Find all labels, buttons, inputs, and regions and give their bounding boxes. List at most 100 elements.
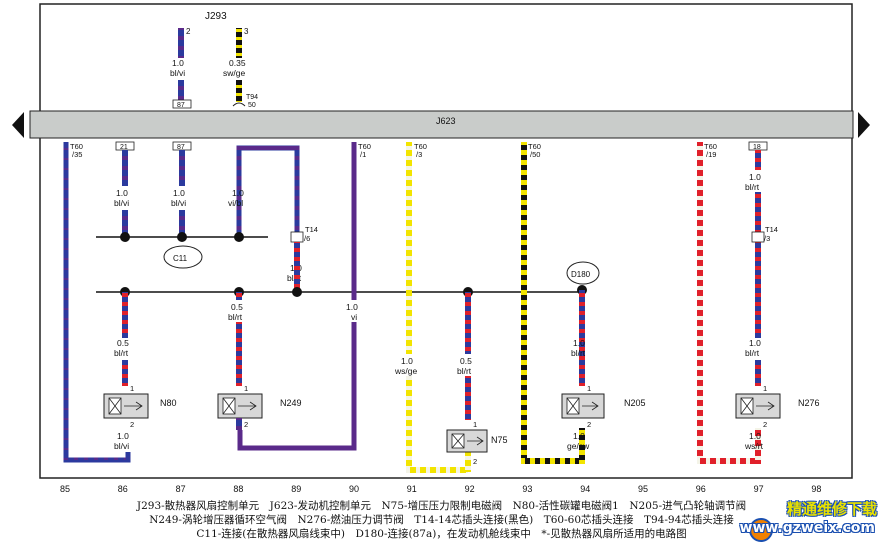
c89-wire	[294, 242, 300, 292]
c87-wire	[179, 150, 185, 186]
t94-conn-pin: 50	[248, 102, 256, 109]
n276-top-color: bl/rt	[745, 348, 760, 358]
c92-gauge: 0.5	[460, 356, 472, 366]
n249-valve	[217, 393, 263, 419]
c96-pin: /19	[706, 150, 716, 159]
j293-wire-2	[236, 28, 242, 58]
n205-bot-gauge: 1.0	[573, 431, 585, 441]
c89-conn: T14	[305, 225, 318, 234]
watermark-title: 精通维修下载	[786, 500, 877, 518]
c87-gauge: 1.0	[173, 188, 185, 198]
column-number: 98	[811, 484, 821, 494]
c97-conn: T14	[765, 225, 778, 234]
n80-bot-gauge: 1.0	[117, 431, 129, 441]
c11-node-3	[234, 232, 244, 242]
column-number: 88	[233, 484, 243, 494]
c88-loop-wire	[236, 145, 300, 237]
column-number: 85	[60, 484, 70, 494]
c96-wire	[697, 142, 703, 464]
n80-bot-color: bl/vi	[114, 441, 129, 451]
c91-color: ws/ge	[394, 366, 417, 376]
c97-label-bg-1	[743, 170, 773, 192]
n205-pin1: 1	[587, 384, 591, 393]
c93-wire-h	[521, 458, 583, 464]
j293-wire-1b	[178, 80, 184, 100]
c92-label-bg	[455, 354, 483, 376]
c89-pin: /6	[304, 234, 310, 243]
column-number: 86	[118, 484, 128, 494]
n249-wire-top	[236, 292, 242, 386]
n249-wire-bot	[236, 418, 242, 430]
column-number: 94	[580, 484, 590, 494]
j293-wire-1-pin: 2	[186, 27, 191, 36]
n205-top-color: bl/rt	[571, 348, 586, 358]
column-number: 91	[407, 484, 417, 494]
n249-label: N249	[280, 398, 302, 408]
n249-label-bg	[226, 300, 254, 322]
j293-box-87-label: 87	[177, 102, 185, 109]
n276-pin1: 1	[763, 384, 767, 393]
c92-color: bl/rt	[457, 366, 472, 376]
d180-node-89	[292, 287, 302, 297]
c11-node-1	[120, 232, 130, 242]
n80-label-bg	[112, 338, 140, 360]
t14-conn-box	[290, 231, 304, 243]
n75-pin1: 1	[473, 420, 477, 429]
c11-splice-tag	[163, 245, 203, 269]
n249-top-gauge: 0.5	[231, 302, 243, 312]
n276-top-gauge: 1.0	[749, 338, 761, 348]
c90-label-bg	[343, 300, 365, 322]
n276-label: N276	[798, 398, 820, 408]
c94-wire	[579, 290, 585, 386]
column-number: 96	[696, 484, 706, 494]
column-number: 87	[176, 484, 186, 494]
n75-valve	[446, 429, 488, 453]
c85-pin: /35	[72, 150, 82, 159]
j293-wire-2-gauge: 0.35	[229, 58, 246, 68]
n80-pin1: 1	[130, 384, 134, 393]
c93-pin: /50	[530, 150, 540, 159]
j293-wire-1	[178, 28, 184, 58]
c91-conn: T60	[414, 142, 427, 151]
t14-conn-box-97	[751, 231, 765, 243]
n276-bot-gauge: 1.0	[749, 431, 761, 441]
c96-conn: T60	[704, 142, 717, 151]
c97-wire	[755, 150, 761, 386]
n80-label: N80	[160, 398, 177, 408]
column-number: 89	[291, 484, 301, 494]
j293-wire-1-color: bl/vi	[170, 68, 185, 78]
c88-color: vi/bl	[228, 198, 243, 208]
j293-label: J293	[205, 11, 227, 22]
c93-conn: T60	[528, 142, 541, 151]
c86-color: bl/vi	[114, 198, 129, 208]
n249-top-color: bl/rt	[228, 312, 243, 322]
c86-gauge: 1.0	[116, 188, 128, 198]
c90-pin: /1	[360, 150, 366, 159]
c91-wire-h	[406, 467, 468, 473]
c91-pin: /3	[416, 150, 422, 159]
c87-box-label: 87	[177, 144, 185, 151]
t94-conn-symbol	[232, 102, 246, 107]
j293-wire-2-pin: 3	[244, 27, 249, 36]
n80-top-gauge: 0.5	[117, 338, 129, 348]
j623-label: J623	[436, 116, 456, 126]
n205-top-gauge: 1.0	[573, 338, 585, 348]
c97-label-bg-2	[743, 338, 773, 360]
n276-pin2: 2	[763, 420, 767, 429]
watermark-logo-icon	[749, 518, 773, 542]
column-number: 93	[522, 484, 532, 494]
j623-bus	[29, 110, 854, 139]
n80-label-bg-2	[112, 430, 140, 452]
c11-node-2	[177, 232, 187, 242]
n205-label: N205	[624, 398, 646, 408]
c87-wire-b	[179, 210, 185, 237]
n249-pin1: 1	[244, 384, 248, 393]
j293-wire-2-color: sw/ge	[223, 68, 245, 78]
site-watermark: 精通维修下载 www.gzweix.com	[740, 498, 877, 542]
c88-gauge: 1.0	[232, 188, 244, 198]
j293-box-87	[172, 99, 192, 109]
n276-valve	[735, 393, 781, 419]
n205-bot-color: ge/sw	[567, 441, 590, 451]
c87-color: bl/vi	[171, 198, 186, 208]
